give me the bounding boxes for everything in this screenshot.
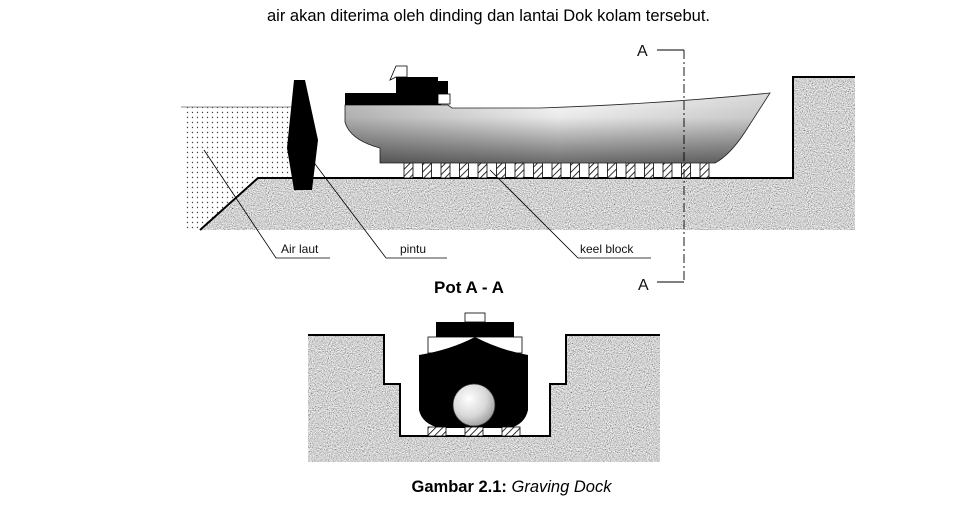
figure-caption: Gambar 2.1: Graving Dock [0, 478, 977, 497]
sea-water-area [186, 107, 290, 230]
label-air-laut: Air laut [281, 242, 319, 256]
leader-pintu [311, 159, 447, 259]
keel-block [607, 162, 617, 179]
intro-text: air akan diterima oleh dinding dan lanta… [266, 7, 710, 25]
keel-block [440, 162, 451, 179]
section-keel-blocks [427, 426, 521, 437]
section-ship [419, 312, 528, 428]
keel-block [588, 162, 599, 179]
keel-block [644, 162, 654, 179]
keel-block [570, 162, 580, 179]
keel-block [681, 162, 691, 179]
keel-block [477, 162, 488, 179]
keel-block [514, 162, 525, 179]
keel-block [496, 162, 506, 179]
section-mark-top: A [637, 43, 648, 60]
section-mark-bottom: A [638, 277, 649, 294]
ship-superstructure [345, 65, 451, 105]
section-line-a [657, 49, 685, 283]
section-title: Pot A - A [434, 278, 504, 297]
keel-block [625, 162, 636, 179]
bulbous-bow [452, 383, 496, 427]
keel-block [699, 162, 710, 179]
keel-block [551, 162, 562, 179]
dock-gate [287, 80, 318, 190]
keel-block [459, 162, 469, 179]
leader-air-laut [203, 149, 330, 259]
keel-block [403, 162, 414, 179]
keel-block [662, 162, 673, 179]
keel-block [422, 162, 432, 179]
caption-number: Gambar 2.1: [411, 478, 507, 496]
label-pintu: pintu [400, 242, 426, 256]
keel-block [533, 162, 543, 179]
keel-blocks [403, 162, 710, 179]
dock-floor-outline [199, 76, 855, 231]
label-keel-block: keel block [580, 242, 634, 256]
leader-keel-block [489, 169, 651, 259]
caption-title: Graving Dock [511, 478, 612, 496]
